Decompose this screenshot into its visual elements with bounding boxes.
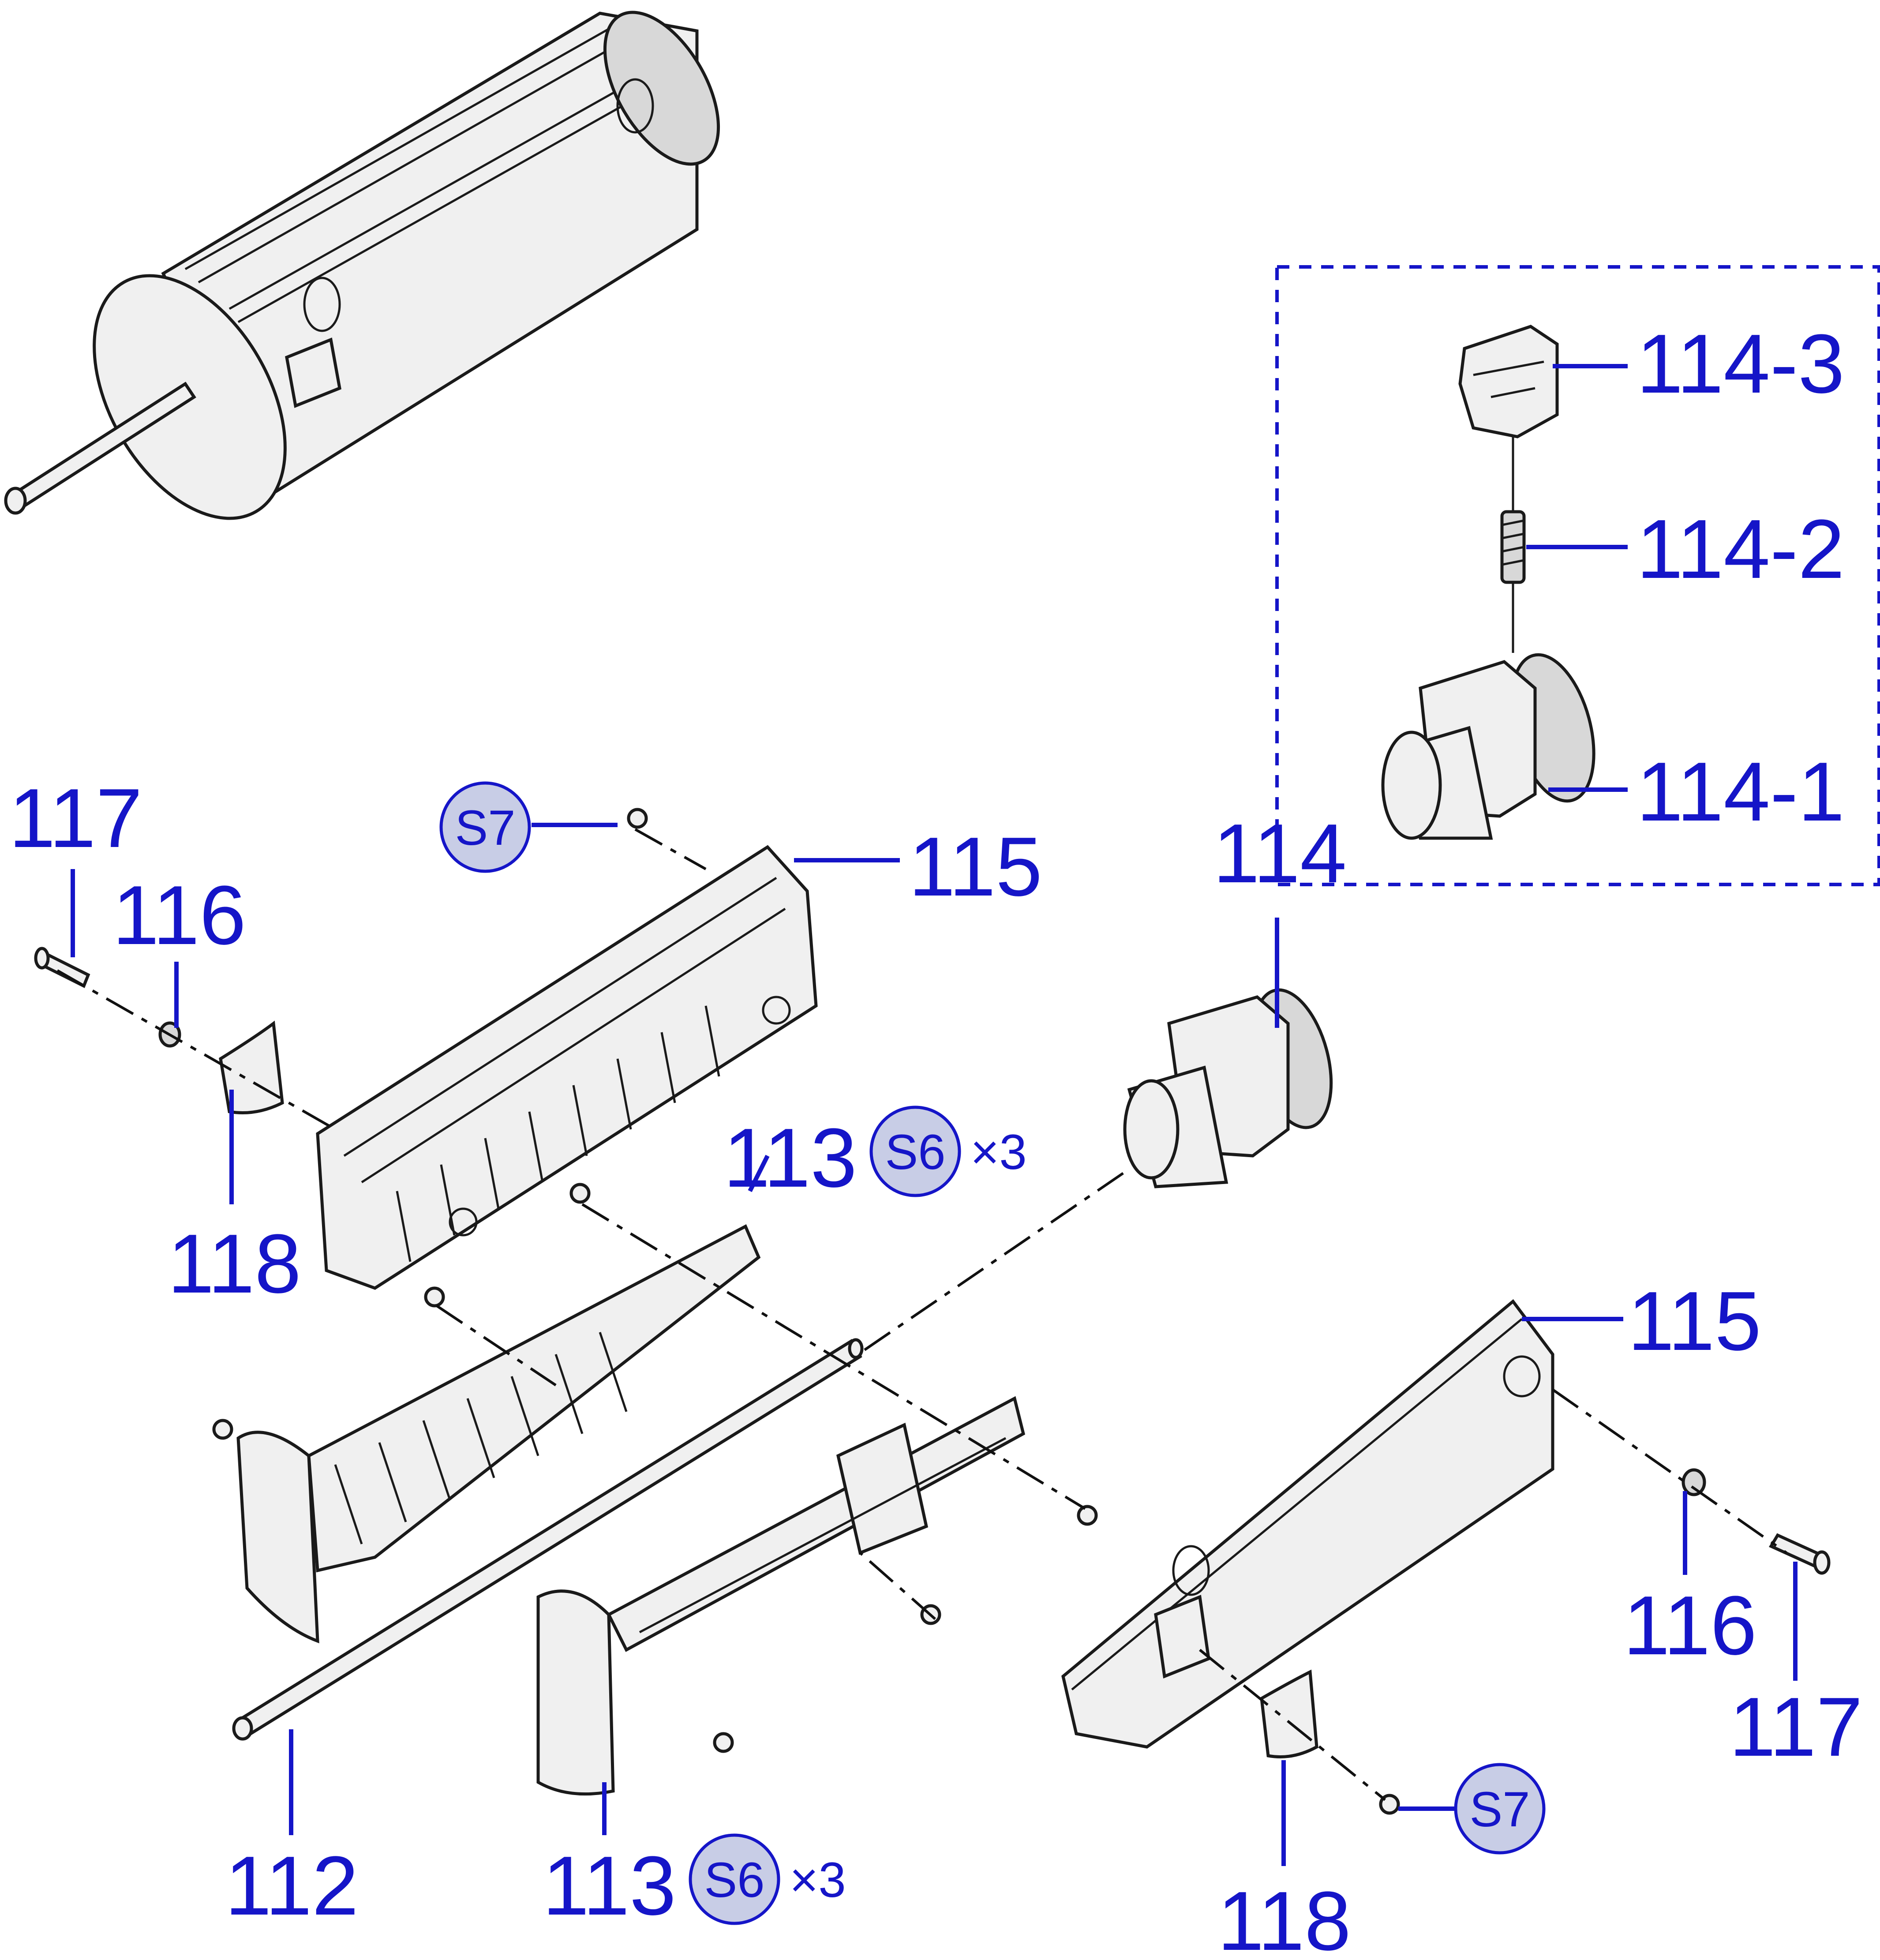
callout-115-right: 115 [1628, 1274, 1761, 1368]
callout-113-top: 113 [723, 1111, 857, 1205]
part-116-spring-right [1682, 1468, 1706, 1496]
callout-112: 112 [225, 1839, 359, 1933]
part-113-lower-frame [536, 1396, 1026, 1796]
callout-115-top: 115 [909, 820, 1042, 914]
badge-s6-bottom: S6 [689, 1833, 780, 1925]
callout-114-2: 114-2 [1637, 502, 1845, 596]
badge-s6-bottom-label: S6 [704, 1852, 765, 1908]
part-115-upper-shell [316, 845, 818, 1290]
callout-113-bottom: 113 [543, 1839, 676, 1933]
callout-114-1: 114-1 [1637, 745, 1845, 839]
part-114-1-hub [1381, 653, 1595, 840]
part-112-shaft [232, 1338, 864, 1741]
callout-114: 114 [1213, 807, 1347, 900]
part-114-3-cap [1458, 325, 1559, 438]
badge-s7-top-label: S7 [455, 800, 516, 855]
explosion-axes [56, 828, 1787, 1801]
badge-s6-top-label: S6 [885, 1124, 946, 1180]
multiplier-s6-bottom: ×3 [790, 1852, 846, 1908]
callout-116-left: 116 [112, 869, 246, 962]
badge-s7-top: S7 [439, 781, 531, 873]
part-115-lower-shell [1061, 1299, 1554, 1749]
badge-s6-top: S6 [869, 1106, 961, 1197]
callout-117-right: 117 [1729, 1680, 1863, 1774]
part-113-upper-frame [236, 1224, 761, 1644]
assembled-spindle-illustration [4, 11, 720, 520]
callout-118-left: 118 [168, 1217, 301, 1311]
leader-lines [71, 364, 1798, 1866]
badge-s7-bottom-label: S7 [1470, 1782, 1530, 1837]
callout-118-right: 118 [1217, 1874, 1351, 1960]
multiplier-s6-top: ×3 [970, 1124, 1027, 1180]
detail-box-114 [1275, 265, 1880, 886]
part-117-pin-right [1768, 1533, 1831, 1575]
part-118-plate-right [1260, 1669, 1318, 1758]
callout-116-right: 116 [1623, 1579, 1757, 1672]
part-117-pin-left [34, 947, 90, 988]
callout-114-3: 114-3 [1637, 317, 1845, 411]
callout-117-left: 117 [9, 772, 142, 865]
part-114-hub [1123, 988, 1333, 1188]
part-114-2-spring [1500, 437, 1526, 653]
badge-s7-bottom: S7 [1454, 1763, 1546, 1855]
